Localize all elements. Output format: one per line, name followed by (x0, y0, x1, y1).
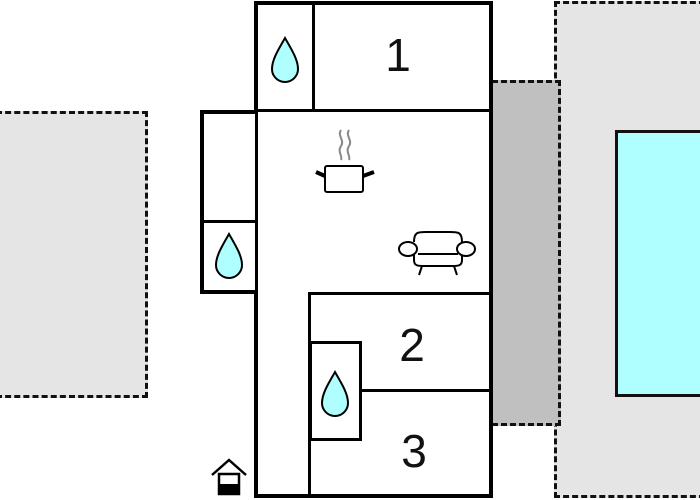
water-drop-icon (214, 232, 244, 279)
water-drop-icon (270, 36, 300, 83)
room-label-1: 1 (385, 29, 411, 81)
annex-opening (256, 114, 260, 290)
cooking-pot-icon (315, 129, 375, 193)
water-drop-icon (320, 370, 350, 417)
wall-room1-bottom (256, 109, 491, 112)
entrance-house-icon (211, 458, 247, 496)
left-terrace-area (0, 111, 148, 398)
wall-bath1-divider (312, 4, 315, 110)
wall-annex-bath-top (203, 220, 257, 223)
wall-annex-inner (255, 112, 258, 292)
swimming-pool (615, 130, 700, 397)
covered-terrace-area (492, 80, 561, 426)
wall-room2-room3-divider (360, 389, 491, 392)
room-label-2: 2 (399, 319, 425, 371)
wall-bedrooms-top (308, 292, 491, 295)
room-label-3: 3 (401, 425, 427, 477)
building-main-outline (254, 1, 493, 498)
sofa-icon (398, 231, 476, 276)
